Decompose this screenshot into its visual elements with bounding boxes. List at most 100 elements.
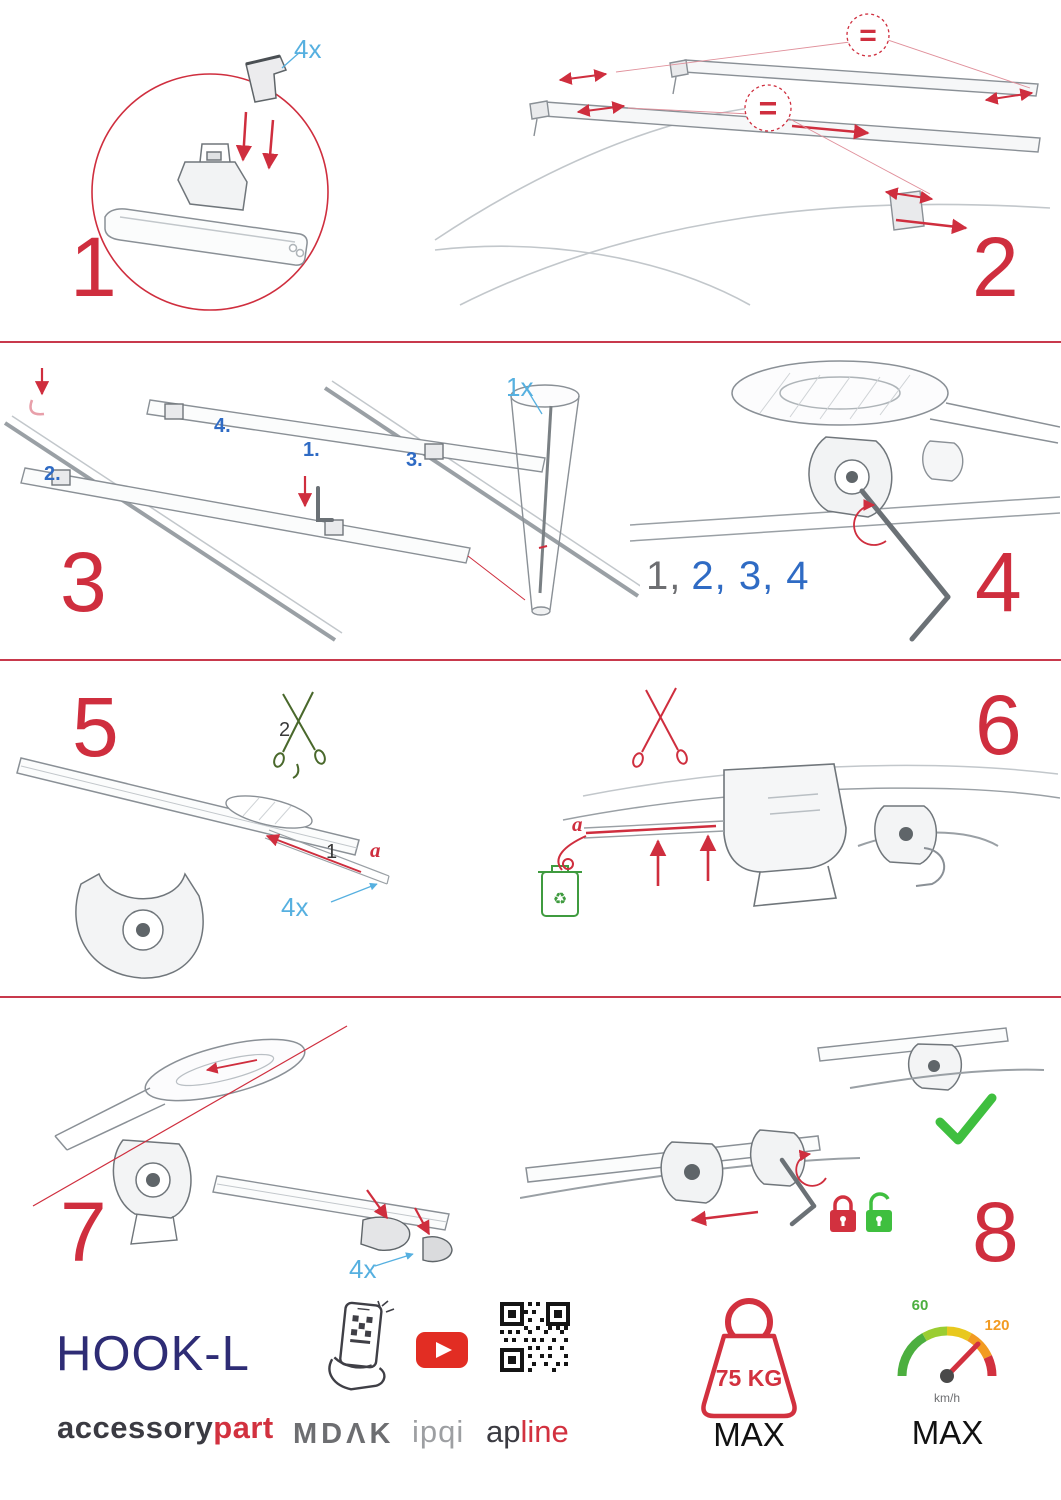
step-3-label-2: 2.	[44, 463, 61, 485]
bar-underside-drawing	[731, 360, 1060, 444]
step-8-illustration	[520, 1027, 1045, 1232]
checkmark-icon	[935, 1093, 997, 1145]
end-caps-drawing	[360, 1216, 453, 1263]
finished-install-mini	[817, 1027, 1045, 1091]
step-5-strip-label: a	[370, 838, 381, 862]
brand-second: part	[213, 1410, 274, 1445]
svg-text:=: =	[859, 19, 877, 52]
rotate-arrow	[795, 1149, 827, 1187]
sequence-first: 1,	[646, 554, 682, 598]
equal-badge-top: =	[846, 13, 890, 57]
lock-closed-icon	[830, 1195, 856, 1232]
apline-second: line	[520, 1414, 569, 1449]
step-8-number: 8	[972, 1185, 1019, 1279]
speed-low-label: 60	[912, 1297, 929, 1314]
discarded-strip	[557, 835, 587, 871]
qty-leader-line	[330, 882, 378, 903]
section-divider-1	[0, 341, 1061, 343]
qty-leader-line	[281, 51, 301, 69]
rotate-arrow	[853, 499, 887, 546]
step-2-number: 2	[972, 220, 1019, 314]
step-3-label-1: 1.	[303, 439, 320, 461]
rubber-insert-part	[245, 54, 288, 103]
allen-key-drawing	[779, 1157, 817, 1227]
hook-clamp-drawing	[112, 1139, 192, 1245]
insert-strip-arrow	[265, 834, 362, 873]
strip-to-cut	[583, 820, 725, 839]
sequence-rest: 2, 3, 4	[691, 554, 810, 598]
press-down-arrows	[235, 111, 279, 170]
rubber-strip-drawing	[264, 829, 390, 885]
section-divider-2	[0, 659, 1061, 661]
bracket-drawing	[723, 763, 847, 907]
max-weight-icon: 75 KG	[701, 1298, 797, 1419]
step-3-number: 3	[60, 535, 107, 629]
car-roof-lines	[434, 107, 1051, 306]
weight-value: 75 KG	[716, 1365, 782, 1391]
hook-clamp-drawing	[808, 436, 964, 518]
speed-high-label: 120	[984, 1317, 1009, 1334]
scissors-icon	[632, 687, 688, 768]
weight-max-label: MAX	[713, 1416, 785, 1453]
speed-unit-label: km/h	[934, 1391, 960, 1405]
step-5-cut-label: 2	[279, 719, 291, 741]
step-6-strip-label: a	[572, 812, 583, 836]
allen-key-drawing	[859, 488, 951, 642]
step-6-number: 6	[975, 678, 1022, 772]
step-4-illustration	[630, 360, 1060, 642]
bar-with-clamps	[520, 1129, 861, 1204]
qty-leader-line	[374, 1252, 414, 1267]
logo-apline: apline	[486, 1416, 569, 1447]
trash-bin-icon: ♻	[538, 865, 582, 917]
step-5-number: 5	[72, 680, 119, 774]
push-up-arrows	[649, 834, 717, 886]
side-clamp-drawing	[857, 805, 999, 887]
logo-ipqi: ipqi	[412, 1414, 465, 1449]
scan-phone-icon	[328, 1300, 395, 1391]
logo-mdak: MDΛK	[293, 1418, 395, 1450]
step-7-illustration	[32, 1025, 453, 1267]
qty-leader-line	[522, 382, 543, 415]
front-crossbar-drawing	[529, 100, 1041, 231]
recycle-icon: ♻	[553, 891, 567, 908]
crossbars-drawing	[20, 399, 546, 564]
step-6-illustration: ♻	[538, 687, 1060, 917]
speedometer-icon: 60 120 km/h	[897, 1297, 1010, 1405]
equal-guide-lines	[615, 39, 1031, 195]
equal-badge-mid: =	[744, 84, 792, 132]
section-divider-3	[0, 996, 1061, 998]
bar-end-drawing	[212, 1175, 450, 1231]
magnifier-circle	[91, 73, 329, 311]
brand-first: accessory	[57, 1410, 214, 1445]
apline-first: ap	[486, 1414, 521, 1449]
youtube-icon	[416, 1332, 468, 1368]
funnel-tool-drawing	[510, 384, 580, 616]
hook-clamp-drawing	[75, 872, 204, 979]
clamp-tower-drawing	[177, 143, 248, 211]
step-5-qty-label: 4x	[281, 892, 309, 922]
svg-text:=: =	[759, 90, 778, 126]
funnel-pointer-line	[467, 555, 526, 601]
crossbar-profile-drawing	[104, 208, 308, 266]
rotate-press-hint	[29, 368, 50, 416]
scissors-icon	[273, 691, 326, 779]
step-2-illustration: = =	[434, 13, 1051, 306]
qr-code	[500, 1302, 570, 1372]
step-3-illustration	[3, 368, 640, 642]
step-5-insert-label: 1	[326, 841, 338, 863]
step-1-illustration	[91, 51, 329, 311]
step-7-qty-label: 4x	[349, 1254, 377, 1284]
rear-crossbar-drawing	[669, 59, 1039, 97]
roof-rails-drawing	[3, 380, 640, 642]
brand-wordmark: accessorypart	[57, 1412, 274, 1443]
step-7-number: 7	[60, 1185, 107, 1279]
product-name: HOOK-L	[56, 1327, 250, 1381]
alignment-red-line	[32, 1025, 348, 1207]
step-4-number: 4	[975, 535, 1022, 629]
step-1-number: 1	[70, 220, 117, 314]
step-3-label-3: 3.	[406, 449, 423, 471]
step-4-sequence: 1,2, 3, 4	[646, 556, 810, 596]
speed-max-label: MAX	[911, 1414, 984, 1451]
attach-cap-arrows	[366, 1189, 430, 1236]
